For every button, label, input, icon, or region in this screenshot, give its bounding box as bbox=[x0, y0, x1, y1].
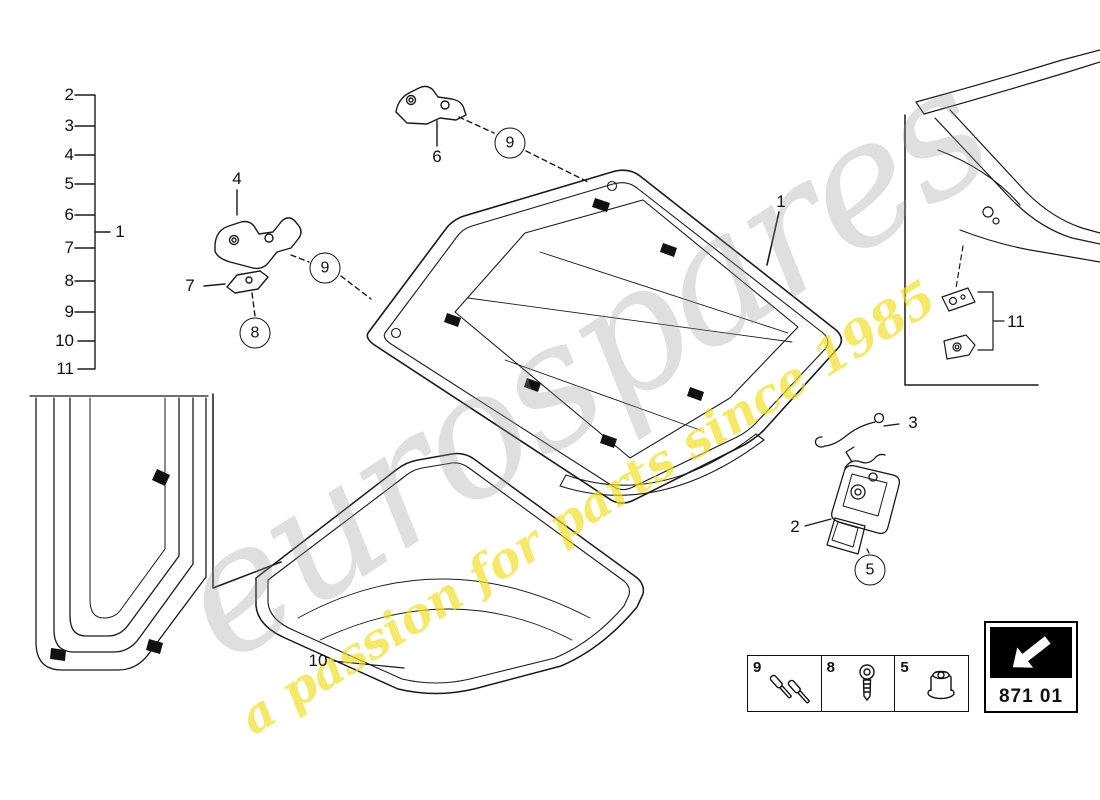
headliner-panel-drawing bbox=[255, 452, 645, 695]
diagram-nav-box[interactable]: 871 01 bbox=[984, 621, 1078, 713]
car-body-section-drawing bbox=[904, 49, 1100, 386]
index-item-11: 11 bbox=[56, 359, 74, 378]
hinge-bracket-drawing bbox=[214, 189, 372, 300]
legend-cell-screw: 8 bbox=[822, 656, 896, 711]
pin-icon bbox=[769, 674, 810, 704]
callout-circle-screw: 8 bbox=[239, 317, 271, 349]
index-item-3: 3 bbox=[64, 116, 74, 135]
callout-circle-pin-front: 9 bbox=[494, 127, 526, 159]
callout-shim-plate: 7 bbox=[185, 276, 195, 295]
callout-headliner: 10 bbox=[308, 651, 328, 670]
front-bracket-drawing bbox=[395, 85, 591, 184]
lock-assembly-drawing bbox=[804, 446, 901, 555]
nut-icon bbox=[927, 670, 955, 700]
release-cable-drawing bbox=[814, 412, 900, 448]
index-item-4: 4 bbox=[64, 145, 74, 164]
corner-detail-drawing bbox=[29, 393, 282, 671]
roof-clips bbox=[444, 198, 704, 448]
index-bracket-lines bbox=[74, 94, 111, 370]
roof-panel-drawing bbox=[366, 169, 843, 504]
index-item-5: 5 bbox=[64, 174, 74, 193]
part-code: 871 01 bbox=[998, 685, 1064, 707]
index-item-7: 7 bbox=[64, 238, 74, 257]
index-item-10: 10 bbox=[55, 331, 74, 350]
screw-icon bbox=[859, 664, 876, 702]
shim-plate-drawing bbox=[203, 270, 269, 317]
index-item-2: 2 bbox=[64, 85, 74, 104]
callout-circle-nut: 5 bbox=[854, 554, 886, 586]
callout-front-bracket: 6 bbox=[432, 147, 442, 166]
callout-lock-assembly: 2 bbox=[790, 517, 800, 536]
legend-cell-nut: 5 bbox=[895, 656, 968, 711]
callout-rear-bracket: 11 bbox=[1007, 312, 1025, 331]
index-item-6: 6 bbox=[64, 205, 74, 224]
callout-circle-pin-rear: 9 bbox=[309, 252, 341, 284]
index-item-9: 9 bbox=[64, 302, 74, 321]
legend-cell-pins: 9 bbox=[748, 656, 822, 711]
index-group-label: 1 bbox=[115, 222, 125, 241]
callout-hinge-bracket: 4 bbox=[232, 169, 242, 188]
callout-release-cable: 3 bbox=[908, 413, 918, 432]
rear-bracket-drawing bbox=[941, 287, 1005, 360]
callout-roof-panel: 1 bbox=[776, 192, 786, 211]
back-arrow-icon bbox=[990, 627, 1072, 678]
index-item-8: 8 bbox=[64, 271, 74, 290]
fastener-legend: 9 8 bbox=[747, 655, 969, 712]
legend-label-9: 9 bbox=[753, 659, 762, 676]
corner-clips bbox=[50, 469, 170, 661]
legend-label-8: 8 bbox=[826, 659, 836, 676]
legend-label-5: 5 bbox=[900, 659, 909, 676]
